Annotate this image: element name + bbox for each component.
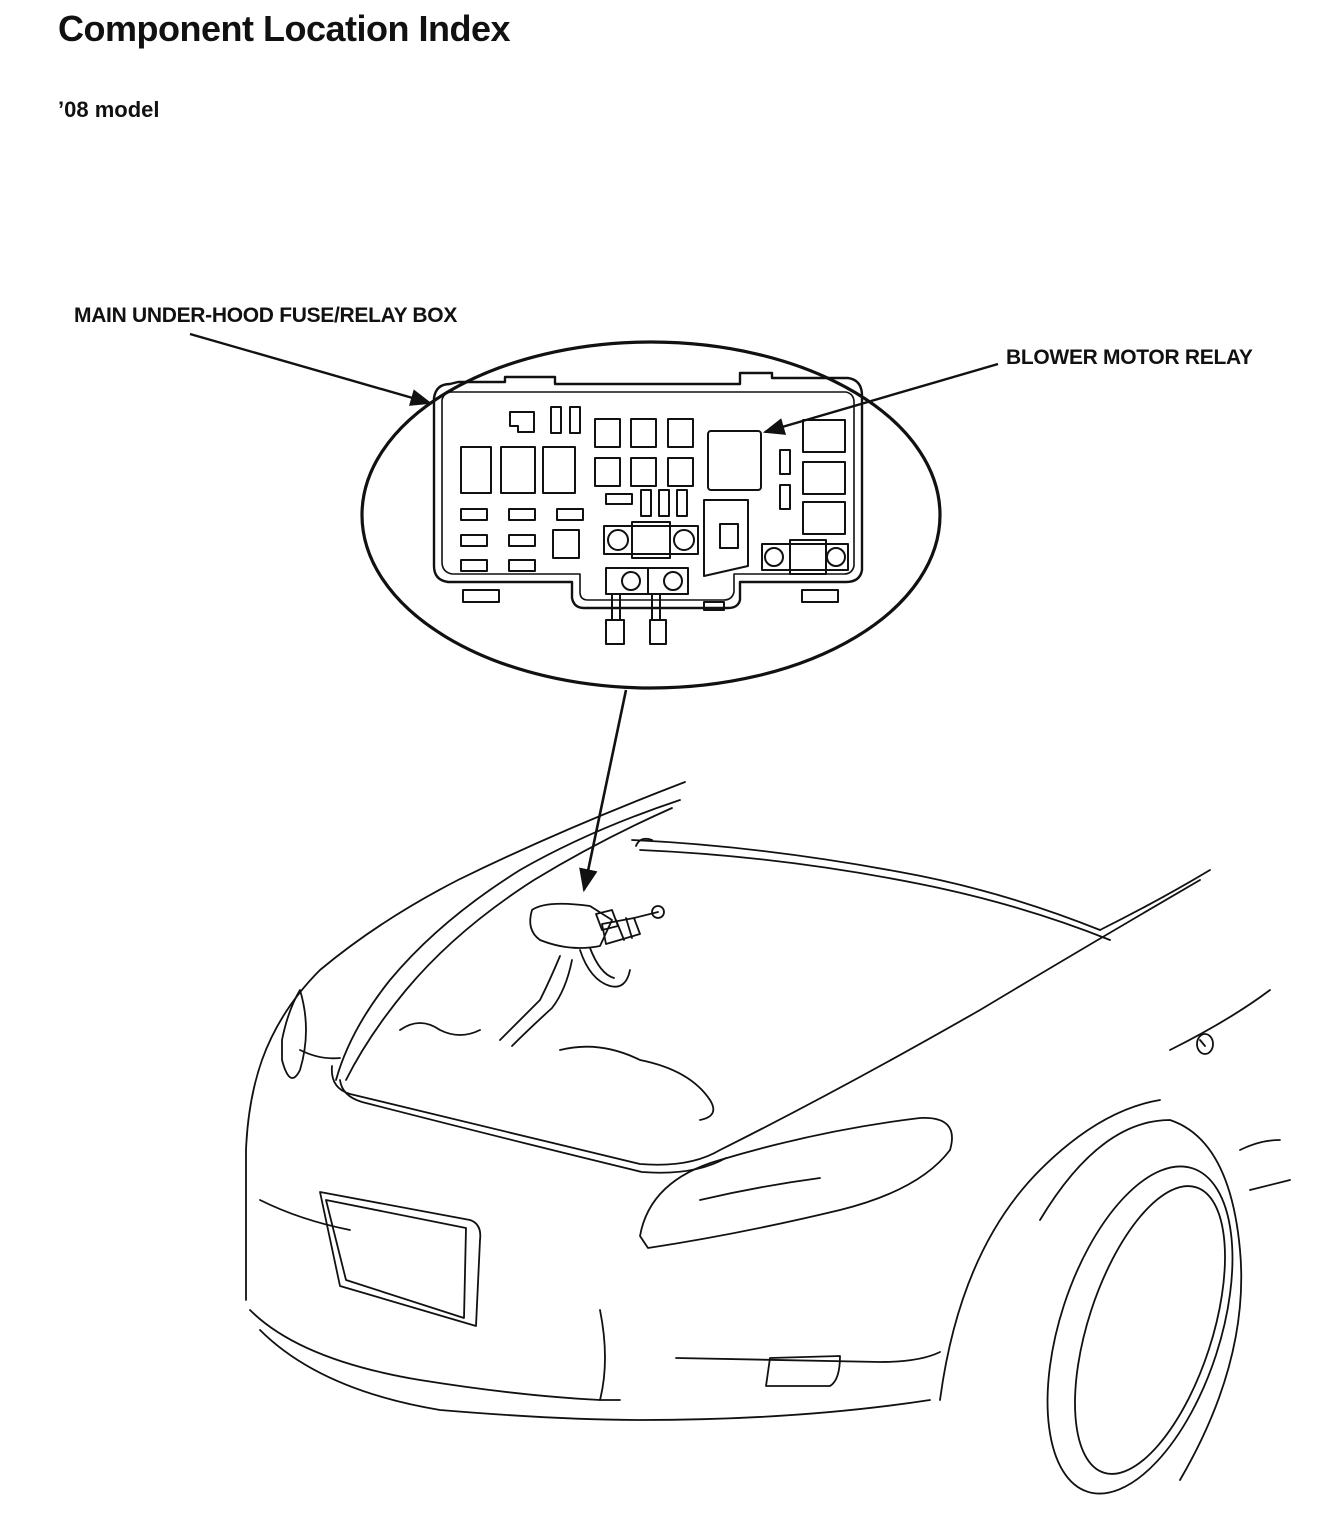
- magnified-detail-circle: [360, 340, 942, 690]
- vehicle-front-outline: [245, 781, 1291, 1495]
- fuse-relay-box: [432, 371, 864, 645]
- model-year-label: ’08 model: [58, 97, 160, 122]
- fuse-box-leader-arrow: [189, 332, 433, 406]
- page-title: Component Location Index: [58, 8, 511, 49]
- blower-motor-relay-callout-label: BLOWER MOTOR RELAY: [1006, 346, 1253, 369]
- fuse-box-callout-label: MAIN UNDER-HOOD FUSE/RELAY BOX: [74, 304, 458, 327]
- blower-relay-leader-arrow: [762, 362, 999, 435]
- location-arrow: [579, 689, 628, 893]
